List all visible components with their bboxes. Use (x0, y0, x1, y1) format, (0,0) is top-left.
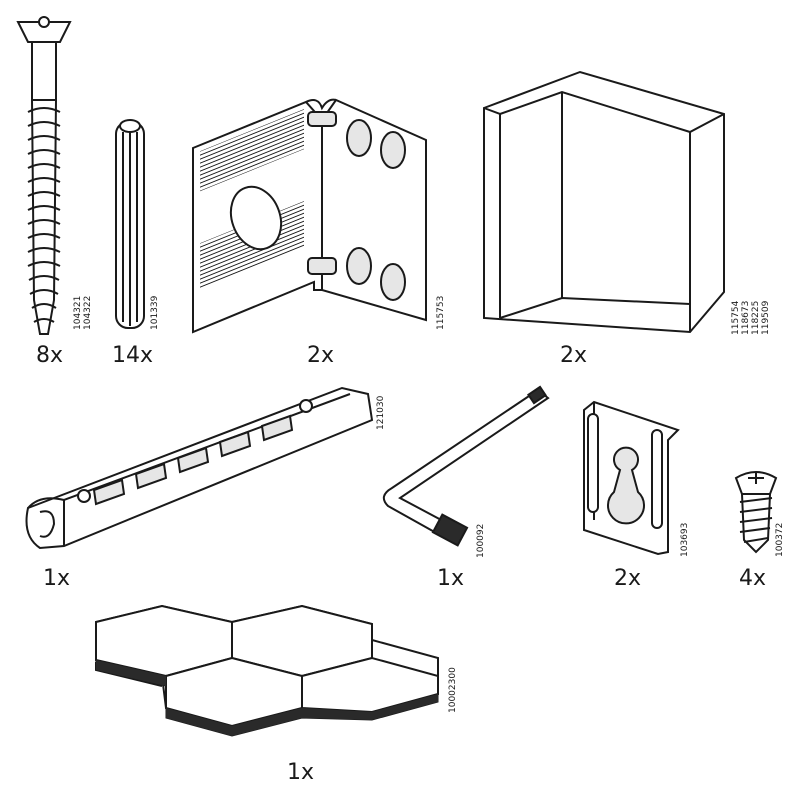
hexagon-panel-code: 10002300 (448, 667, 458, 713)
short-screw-drawing (734, 471, 778, 554)
allen-key-drawing (382, 385, 550, 547)
allen-key-code: 100092 (476, 523, 486, 558)
metal-corner-bracket-qty: 2x (307, 343, 335, 368)
long-screw-qty: 8x (36, 343, 64, 368)
wooden-dowel-code: 101339 (150, 295, 160, 330)
shelf-rail-code: 121030 (376, 395, 386, 430)
corner-block-qty: 2x (560, 343, 588, 368)
wooden-dowel-qty: 14x (112, 343, 154, 368)
wall-hanger-plate-code: 103693 (680, 522, 690, 557)
wall-hanger-plate-qty: 2x (614, 566, 642, 591)
corner-block-code-1: 115754 (731, 300, 741, 335)
corner-block-code-2: 118673 (741, 300, 751, 335)
long-screw-drawing (16, 16, 72, 335)
long-screw-code-2: 104322 (83, 295, 93, 330)
corner-block-code-4: 119509 (761, 300, 771, 335)
wooden-dowel-drawing (115, 119, 145, 329)
shelf-rail-drawing (25, 386, 374, 550)
wall-hanger-plate-drawing (583, 400, 680, 556)
corner-block-code-3: 118225 (751, 300, 761, 335)
short-screw-qty: 4x (739, 566, 767, 591)
metal-corner-bracket-code: 115753 (436, 295, 446, 330)
corner-block-drawing (483, 70, 725, 334)
hexagon-panel-drawing (95, 604, 439, 737)
allen-key-qty: 1x (437, 566, 465, 591)
shelf-rail-qty: 1x (43, 566, 71, 591)
long-screw-code-1: 104321 (73, 295, 83, 330)
metal-corner-bracket-drawing (192, 98, 427, 334)
hexagon-panel-qty: 1x (287, 760, 315, 785)
short-screw-code: 100372 (775, 522, 785, 557)
